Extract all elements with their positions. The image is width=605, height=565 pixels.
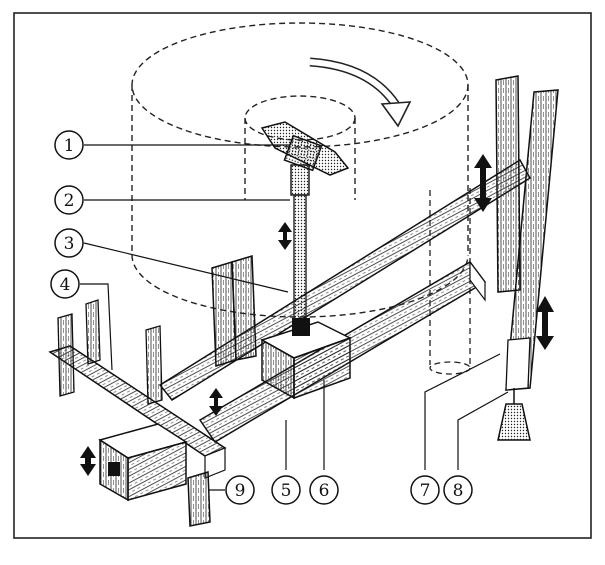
spindle-head — [260, 121, 350, 176]
callout-circle — [309, 475, 339, 505]
front-foot-post — [187, 471, 211, 527]
callout-8: 8 — [443, 475, 473, 505]
callout-circle — [225, 475, 255, 505]
callout-circle — [54, 228, 84, 258]
hanging-weight-icon — [497, 388, 531, 441]
double-headed-vertical-arrow-icon — [80, 154, 554, 476]
callout-circle — [54, 130, 84, 160]
arrow-spindle — [278, 222, 292, 250]
callout-4: 4 — [50, 269, 80, 299]
front-corner-block — [98, 423, 188, 502]
callout-2: 2 — [54, 185, 84, 215]
callout-circle — [410, 475, 440, 505]
callout-number: 1 — [64, 136, 75, 156]
callout-number: 5 — [281, 481, 292, 501]
callout-1: 1 — [54, 130, 84, 160]
callout-number: 2 — [64, 191, 75, 211]
callout-number: 8 — [453, 481, 464, 501]
arrow-hanging-lever — [536, 296, 554, 350]
curved-rotation-arrow-icon — [309, 57, 412, 128]
right-vertical-post — [495, 75, 521, 293]
spindle-shaft — [290, 164, 310, 326]
callout-9: 9 — [225, 475, 255, 505]
center-posts — [211, 255, 257, 367]
callout-number: 4 — [60, 275, 71, 295]
callout-number: 7 — [420, 481, 431, 501]
callout-6: 6 — [309, 475, 339, 505]
left-stakes — [57, 299, 163, 405]
callout-leaders — [80, 144, 509, 491]
callout-5: 5 — [271, 475, 301, 505]
callout-markers: 1 2 3 4 5 6 7 8 9 — [50, 130, 473, 505]
callout-number: 9 — [235, 481, 246, 501]
spindle-block — [260, 318, 352, 400]
callout-circle — [54, 185, 84, 215]
arrow-beam-top — [474, 154, 492, 212]
callout-number: 3 — [64, 234, 75, 254]
callout-circle — [443, 475, 473, 505]
callout-3: 3 — [54, 228, 84, 258]
callout-circle — [271, 475, 301, 505]
diagram-frame — [13, 12, 592, 539]
arrow-center — [209, 388, 223, 416]
callout-7: 7 — [410, 475, 440, 505]
callout-circle — [50, 269, 80, 299]
hanging-lever — [505, 89, 559, 391]
callout-number: 6 — [319, 481, 330, 501]
arrow-front-left — [80, 446, 96, 476]
